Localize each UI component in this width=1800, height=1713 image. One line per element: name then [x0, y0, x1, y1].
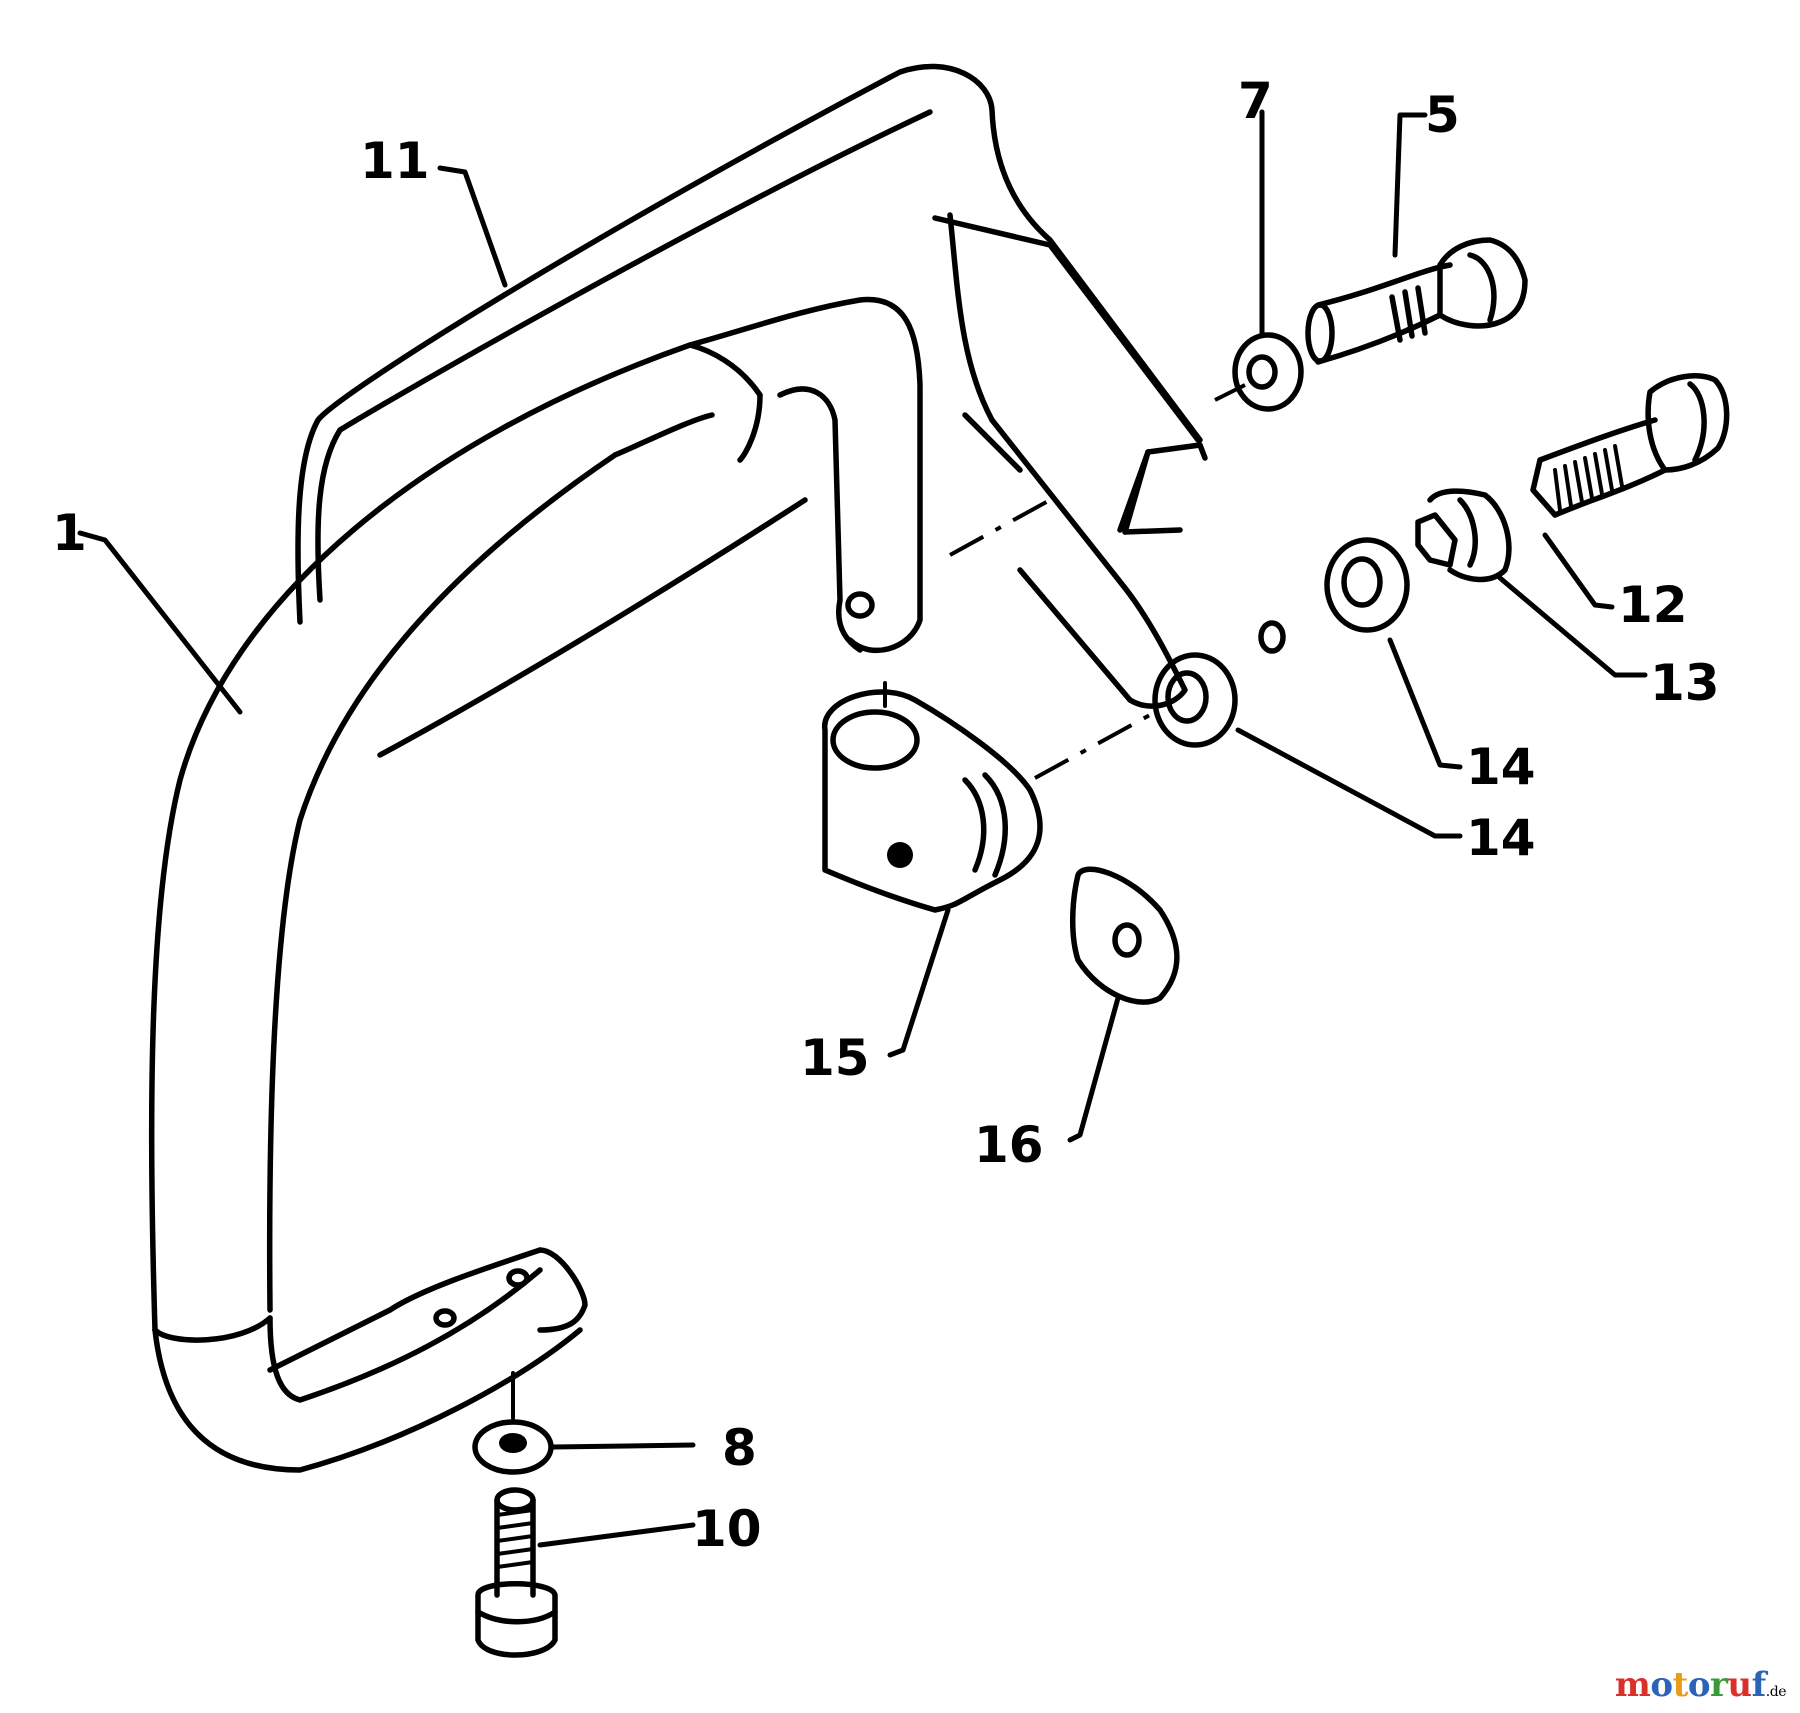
callout-11: 11	[360, 132, 430, 190]
part-8-washer	[472, 1419, 554, 1475]
part-10-screw	[475, 1487, 558, 1658]
callout-1: 1	[52, 504, 87, 562]
watermark-letter: r	[1710, 1665, 1728, 1705]
part-16-tab-washer	[1070, 866, 1180, 1005]
callout-5: 5	[1425, 86, 1460, 144]
part-15-clamp-block	[822, 681, 1043, 913]
part-13-special-nut	[1415, 488, 1512, 583]
assembly-center-lines	[511, 383, 1246, 1420]
part-14-washer-lower	[1152, 652, 1238, 748]
watermark-letter: o	[1650, 1665, 1673, 1705]
callout-labels: 1 11 7 5 12 13 14 14 15 16 8 10	[52, 72, 1720, 1558]
part-14-washer-upper	[1324, 537, 1410, 633]
watermark-letter: f	[1751, 1665, 1767, 1705]
watermark-letter: o	[1687, 1665, 1711, 1705]
callout-7: 7	[1238, 72, 1273, 130]
part-1-handle-bar	[148, 296, 923, 1473]
part-7-lock-washer	[1232, 332, 1304, 412]
callout-16: 16	[974, 1116, 1044, 1174]
callout-14-lower: 14	[1466, 809, 1536, 867]
watermark-letter: t	[1672, 1665, 1689, 1705]
motoruf-watermark-logo: motoruf.de	[1615, 1665, 1787, 1705]
callout-13: 13	[1650, 654, 1720, 712]
part-11-hand-guard	[295, 63, 1286, 709]
callout-8: 8	[722, 1419, 757, 1477]
callout-14-upper: 14	[1466, 738, 1536, 796]
callout-15: 15	[800, 1029, 870, 1087]
leader-lines	[77, 109, 1648, 1548]
watermark-suffix: .de	[1765, 1684, 1787, 1700]
callout-10: 10	[692, 1500, 762, 1558]
callout-12: 12	[1618, 576, 1688, 634]
watermark-letter: u	[1727, 1665, 1752, 1705]
part-12-bolt	[1530, 373, 1730, 518]
watermark-text: motoruf	[1615, 1665, 1766, 1705]
watermark-letter: m	[1614, 1665, 1651, 1705]
part-5-bolt	[1305, 237, 1528, 365]
